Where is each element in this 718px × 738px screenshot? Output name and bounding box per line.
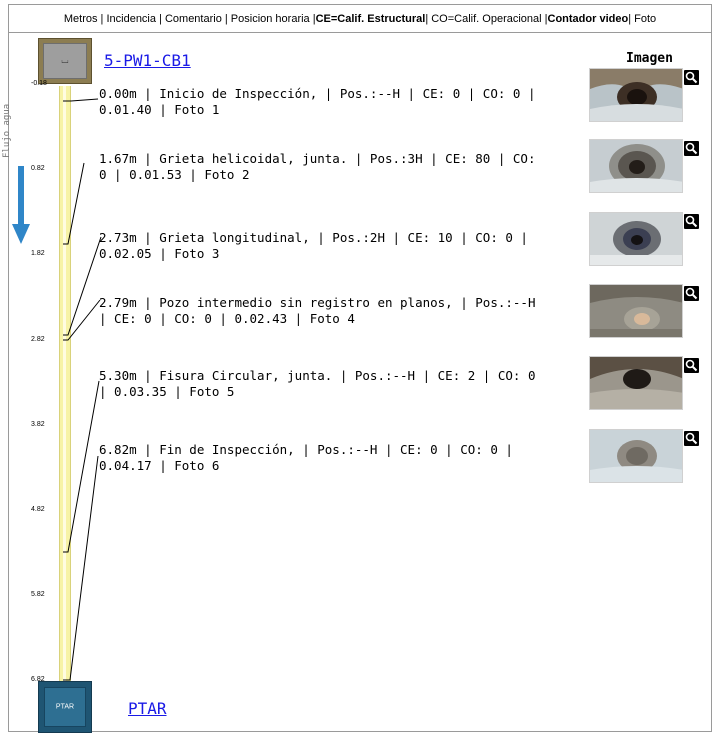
event-line1: 2.79m | Pozo intermedio sin registro en … [99,295,536,310]
legend-header: Metros | Incidencia | Comentario | Posic… [8,4,712,33]
end-node-link[interactable]: PTAR [128,699,167,718]
event-line2: | 0.03.35 | Foto 5 [99,384,235,399]
event-line1: 0.00m | Inicio de Inspección, | Pos.:--H… [99,86,536,101]
event-line2: 0.04.17 | Foto 6 [99,458,220,473]
inspection-photo-1[interactable] [589,68,683,122]
magnify-icon[interactable] [684,286,699,301]
scale-tick: 2.82 [31,336,45,343]
legend-ce: CE=Calif. Estructural [315,12,426,25]
event-line1: 1.67m | Grieta helicoidal, junta. | Pos.… [99,151,536,166]
scale-tick: 3.82 [31,421,45,428]
start-node-link[interactable]: 5-PW1-CB1 [104,51,191,70]
event-line2: 0.02.05 | Foto 3 [99,246,220,261]
event-entry: 6.82m | Fin de Inspección, | Pos.:--H | … [99,442,585,474]
scale-tick: 1.82 [31,250,45,257]
magnify-icon[interactable] [684,141,699,156]
scale-tick: -0.18 [31,80,47,87]
inspection-photo-6[interactable] [589,429,683,483]
connector-event-1 [63,98,99,102]
inspection-photo-4[interactable] [589,284,683,338]
scale-tick: 5.82 [31,591,45,598]
inspection-photo-5[interactable] [589,356,683,410]
legend-mid: | CO=Calif. Operacional | [425,12,548,25]
scale-tick: 6.82 [31,676,45,683]
legend-part1: Metros | Incidencia | Comentario | Posic… [63,12,316,25]
connector-event-2 [63,162,85,245]
magnify-icon[interactable] [684,431,699,446]
magnify-icon[interactable] [684,70,699,85]
pipe-highlight [63,86,66,684]
manhole-lid [43,43,87,79]
event-entry: 2.79m | Pozo intermedio sin registro en … [99,295,585,327]
event-entry: 0.00m | Inicio de Inspección, | Pos.:--H… [99,86,585,118]
inspection-photo-3[interactable] [589,212,683,266]
inspection-photo-2[interactable] [589,139,683,193]
legend-end: | Foto [628,12,657,25]
event-line1: 2.73m | Grieta longitudinal, | Pos.:2H |… [99,230,528,245]
legend-contador: Contador video [547,12,629,25]
event-entry: 2.73m | Grieta longitudinal, | Pos.:2H |… [99,230,585,262]
end-manhole-label: PTAR [55,703,75,711]
event-entry: 5.30m | Fisura Circular, junta. | Pos.:-… [99,368,585,400]
event-line2: 0.01.40 | Foto 1 [99,102,220,117]
connector-event-6 [63,455,99,681]
end-manhole-icon[interactable]: PTAR [38,681,92,733]
magnify-icon[interactable] [684,358,699,373]
scale-tick: 4.82 [31,506,45,513]
event-line2: | CE: 0 | CO: 0 | 0.02.43 | Foto 4 [99,311,355,326]
connector-event-5 [63,380,100,553]
manhole-lid-bottom [44,687,86,727]
magnify-icon[interactable] [684,214,699,229]
scale-tick: 0.82 [31,165,45,172]
flow-direction-arrow-icon [12,166,30,244]
connector-event-4 [63,299,101,341]
event-entry: 1.67m | Grieta helicoidal, junta. | Pos.… [99,151,585,183]
event-line1: 5.30m | Fisura Circular, junta. | Pos.:-… [99,368,536,383]
event-line2: 0 | 0.01.53 | Foto 2 [99,167,250,182]
image-column-header: Imagen [626,51,673,66]
connector-event-3 [63,236,102,336]
manhole-glyph: ⌴ [61,56,69,66]
start-manhole-icon[interactable]: ⌴ [38,38,92,84]
event-line1: 6.82m | Fin de Inspección, | Pos.:--H | … [99,442,513,457]
